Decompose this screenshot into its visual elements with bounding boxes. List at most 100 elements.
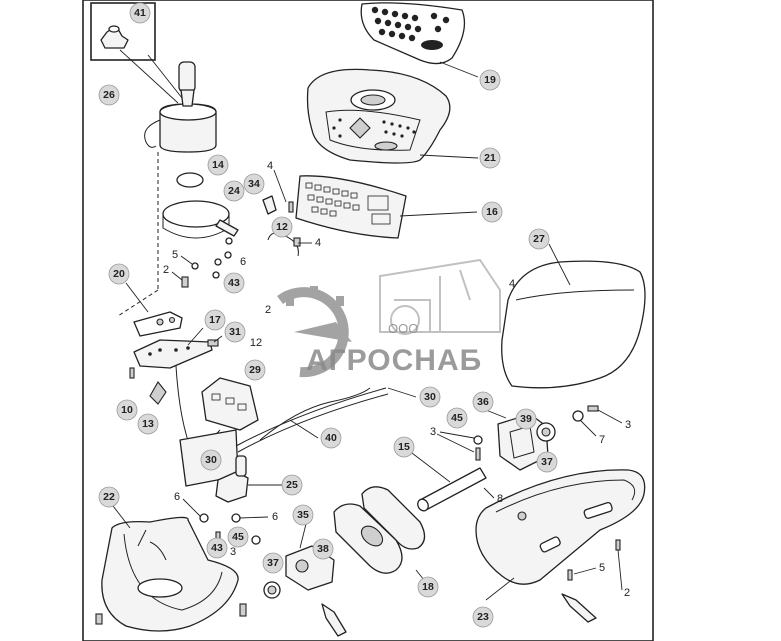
callout-30-top: 30 [419,386,441,408]
label-8: 8 [497,493,503,505]
label-3-c: 3 [230,546,236,558]
part-24-clamp-ring [162,200,239,239]
callout-43-lower: 43 [206,537,228,559]
callout-12: 12 [271,216,293,238]
callout-40: 40 [320,427,342,449]
part-34-clip [262,195,277,215]
svg-text:18: 18 [422,581,434,593]
part-26-joystick [144,61,217,153]
part-21-keypad-housing [306,68,451,164]
label-6-c: 6 [272,511,278,523]
part-16-circuit-board [295,175,407,239]
callout-26: 26 [98,84,120,106]
callout-34: 34 [243,173,265,195]
part-14-oring [176,172,204,188]
svg-text:19: 19 [484,74,496,86]
label-6-a: 6 [240,256,246,268]
callout-13: 13 [137,413,159,435]
callout-17: 17 [204,309,226,331]
svg-text:23: 23 [477,611,489,623]
label-7: 7 [599,434,605,446]
svg-text:40: 40 [325,432,337,444]
svg-text:30: 30 [424,391,436,403]
svg-text:35: 35 [297,509,309,521]
part-12-screw [288,201,294,213]
callout-24: 24 [223,180,245,202]
callout-29: 29 [244,359,266,381]
label-3-b: 3 [625,419,631,431]
washer-7 [572,410,584,422]
watermark-ooo: ООО [388,321,418,336]
svg-text:29: 29 [249,364,261,376]
svg-text:45: 45 [451,412,463,424]
hardware-screws-left [181,237,233,288]
hardware-screws-right [561,539,621,623]
svg-text:20: 20 [113,268,125,280]
svg-text:22: 22 [103,491,115,503]
part-10-screw [129,367,135,379]
part-20-bracket [133,311,183,337]
part-29-circuit-board [201,377,259,431]
svg-text:10: 10 [121,404,133,416]
watermark-company-name: АГРОСНАБ [306,344,482,377]
callout-10: 10 [116,399,138,421]
callout-21: 21 [479,147,501,169]
part-37-bushing-lower [263,581,281,599]
callout-45-right: 45 [446,407,468,429]
svg-text:21: 21 [484,152,496,164]
bolt-3-right [587,405,599,412]
part-15-shaft [417,467,487,512]
svg-text:30: 30 [205,454,217,466]
callout-20: 20 [108,263,130,285]
label-6-b: 6 [174,491,180,503]
svg-text:37: 37 [267,557,279,569]
bolt-3-center [475,447,481,461]
svg-text:25: 25 [286,479,298,491]
callout-23: 23 [472,606,494,628]
svg-text:16: 16 [486,206,498,218]
inset-box-41 [90,2,156,61]
svg-text:12: 12 [276,221,288,233]
svg-text:41: 41 [134,7,146,19]
callout-43-upper: 43 [223,272,245,294]
svg-text:15: 15 [398,441,410,453]
callout-41: 41 [129,2,151,24]
callout-39: 39 [515,408,537,430]
callout-30-bottom: 30 [200,449,222,471]
callout-37-lower: 37 [262,552,284,574]
label-5-a: 5 [172,249,178,261]
label-2-b: 2 [265,304,271,316]
callout-45-lower: 45 [227,526,249,548]
svg-text:43: 43 [228,277,240,289]
part-41-grommet [100,25,129,49]
callout-22: 22 [98,486,120,508]
part-13-spacer [149,381,167,405]
label-4-a: 4 [267,160,273,172]
part-23-console-housing [475,469,646,585]
callout-25: 25 [281,474,303,496]
part-19-keypad-overlay [360,2,466,65]
washer-45 [473,435,483,445]
svg-text:31: 31 [229,326,241,338]
callout-19: 19 [479,69,501,91]
svg-text:39: 39 [520,413,532,425]
part-40-cable [235,387,389,453]
svg-text:43: 43 [211,542,223,554]
part-22-lower-housing [101,516,239,632]
callout-31: 31 [224,321,246,343]
label-2-c: 2 [624,587,630,599]
agrosnab-watermark-logo [277,258,501,378]
callout-27: 27 [528,228,550,250]
svg-text:34: 34 [248,178,260,190]
callout-15: 15 [393,436,415,458]
svg-text:17: 17 [209,314,221,326]
label-12-b: 12 [250,337,262,349]
part-37-bushing-upper [536,422,556,442]
part-27-armrest-pad [501,260,646,389]
callout-16: 16 [481,201,503,223]
svg-text:45: 45 [232,531,244,543]
diagram-frame [82,0,654,641]
callout-38: 38 [312,538,334,560]
svg-text:37: 37 [541,456,553,468]
